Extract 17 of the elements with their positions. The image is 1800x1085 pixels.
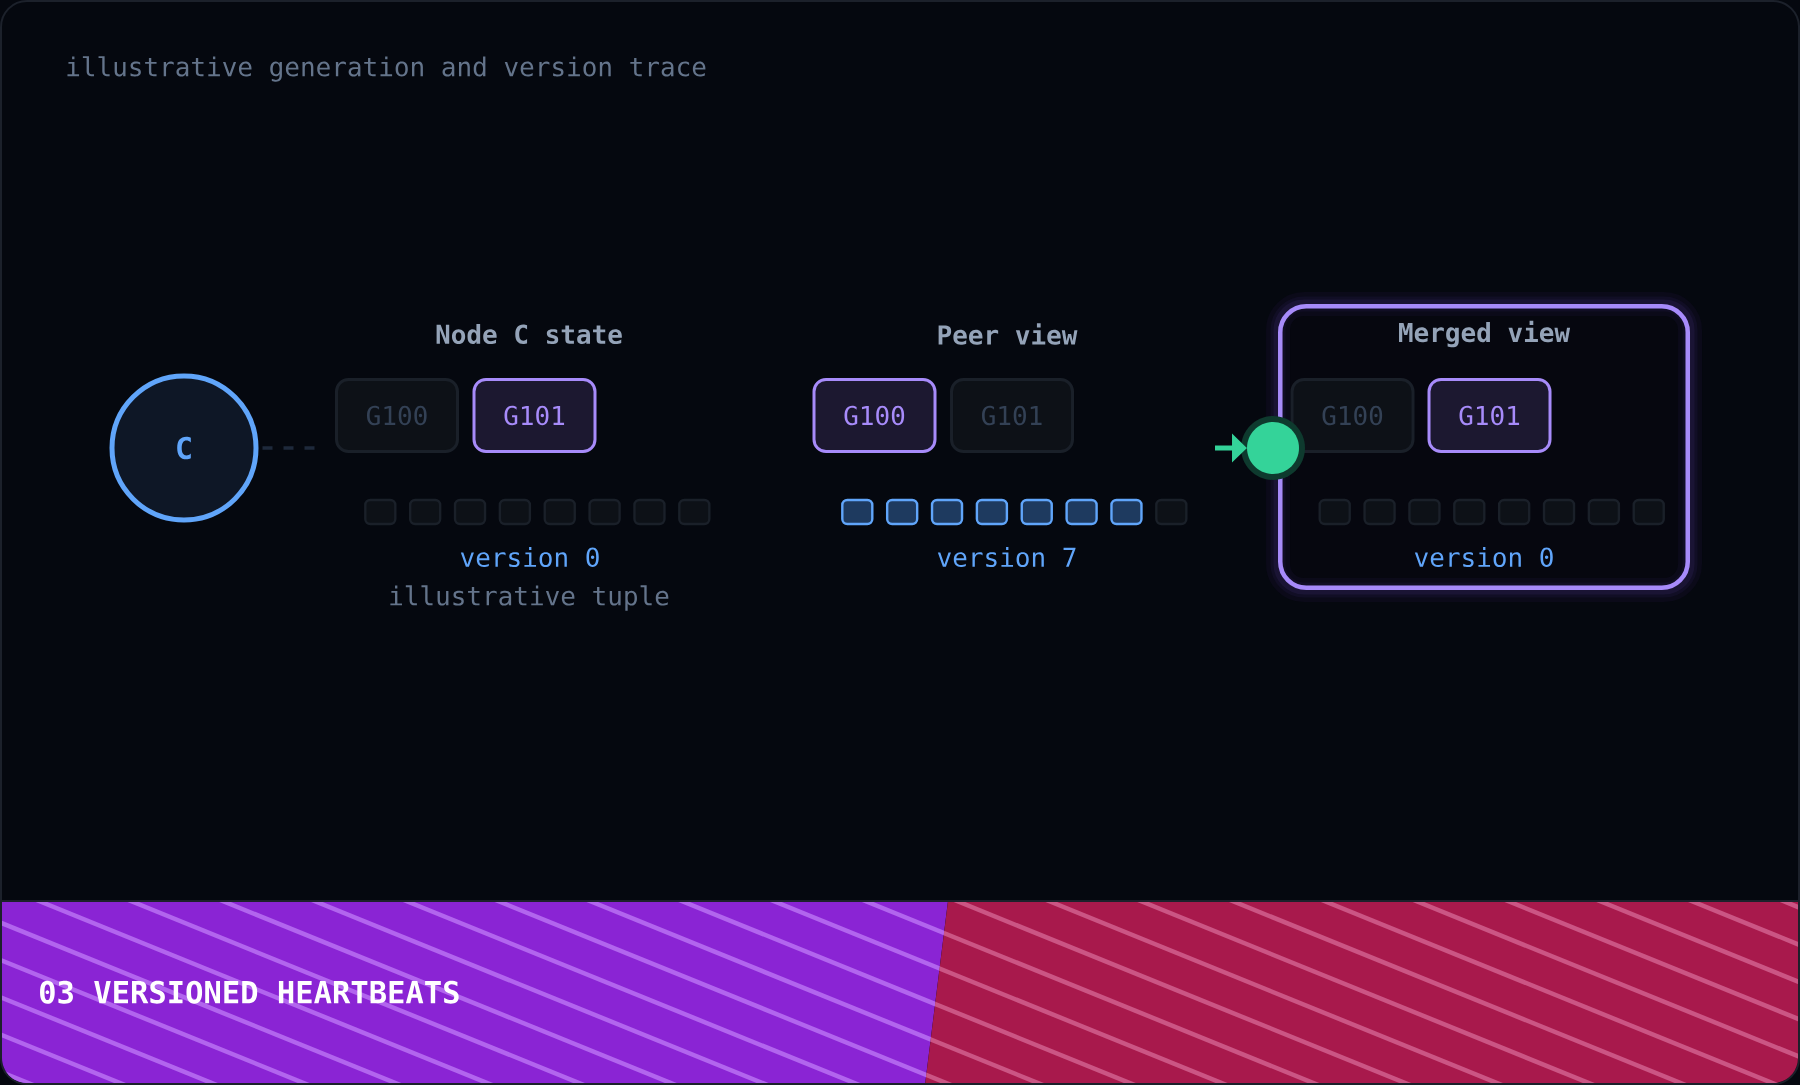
panel-heading: Peer view	[938, 323, 1078, 345]
section-banner: 03 VERSIONED HEARTBEATS	[1, 900, 1799, 1083]
note-text: illustrative tuple	[390, 585, 669, 611]
version-label: version 0	[1414, 546, 1553, 568]
version-label: version 7	[937, 546, 1076, 568]
generation-chip: G101	[472, 378, 597, 453]
generation-chip: G101	[950, 378, 1074, 453]
generation-chip: G100	[335, 378, 459, 453]
packet-dot	[1241, 416, 1305, 480]
panel-heading: Merged view	[1399, 320, 1571, 348]
version-label: version 0	[460, 546, 599, 568]
panel-heading: Node C state	[436, 323, 622, 345]
generation-chip: G100	[1290, 378, 1415, 453]
connector-line	[262, 446, 316, 450]
generation-chip: G101	[1427, 378, 1552, 453]
generation-chip: G100	[812, 378, 937, 453]
diagram-title: illustrative generation and version trace	[67, 56, 706, 82]
